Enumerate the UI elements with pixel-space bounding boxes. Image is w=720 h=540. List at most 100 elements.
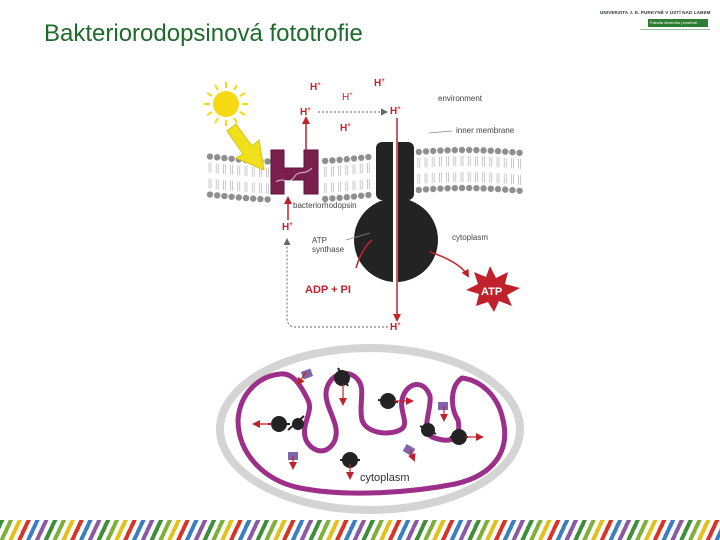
inner-membrane [206, 146, 523, 203]
atp-synthase-label-line1: ATP [312, 236, 327, 245]
lipid-tail [439, 156, 442, 167]
lipid-tail [367, 179, 370, 190]
cell-bacteriorhodopsin-1 [296, 368, 314, 386]
lipid-tail [511, 174, 514, 185]
university-logo: UNIVERZITA J. E. PURKYNĚ V ÚSTÍ NAD LABE… [600, 10, 712, 36]
lipid-tail [489, 172, 493, 183]
membrane-lipids [206, 146, 523, 203]
proton-label-8: H+ [390, 322, 401, 333]
lipid-head [415, 186, 422, 194]
lipid-head [437, 185, 444, 192]
lipid-head [451, 146, 458, 154]
lipid-tail [208, 162, 212, 173]
lipid-tail [359, 163, 363, 174]
lipid-tail [482, 156, 485, 167]
lipid-head [257, 195, 264, 203]
lipid-tail [431, 172, 435, 183]
lipid-head [365, 191, 372, 199]
lipid-head [358, 192, 365, 199]
lipid-head [214, 154, 221, 161]
lipid-head [264, 196, 271, 203]
lipid-tail [338, 181, 341, 192]
lipid-head [322, 195, 329, 203]
lipid-tail [518, 158, 521, 169]
proton-return-path [283, 238, 388, 328]
cell-bacteriorhodopsin-3 [288, 452, 298, 470]
cytoplasm-label: cytoplasm [452, 233, 488, 242]
cell-atp-synthase-3 [252, 416, 290, 432]
lipid-tail [503, 173, 507, 184]
lipid-head [358, 154, 365, 161]
lipid-head [235, 194, 242, 201]
inner-membrane-label: inner membrane [456, 126, 515, 135]
lipid-tail [215, 163, 219, 174]
cell-atp-synthase-4 [287, 415, 305, 431]
lipid-head [509, 148, 516, 156]
sun-icon [204, 82, 248, 126]
lipid-head [322, 157, 329, 165]
lipid-tail [424, 157, 428, 168]
lipid-head [422, 186, 430, 193]
lipid-head [329, 195, 336, 202]
cell-atp-synthase-7 [419, 423, 437, 437]
lipid-tail [446, 156, 449, 167]
lipid-tail [489, 156, 493, 167]
lipid-head [221, 154, 228, 162]
lipid-tail [352, 180, 356, 191]
adp-to-synthase-arrow [355, 239, 373, 269]
lipid-head [228, 155, 235, 162]
lipid-tail [475, 156, 478, 167]
lipid-head [228, 193, 235, 200]
adp-pi-label: ADP + PI [305, 284, 351, 296]
lipid-tail [323, 166, 327, 177]
lipid-head [343, 156, 350, 163]
lipid-head [502, 148, 509, 155]
lipid-head [458, 146, 466, 154]
lipid-head [487, 185, 494, 192]
inner-membrane-leader [428, 130, 453, 134]
lipid-head [502, 186, 509, 193]
lipid-tail [331, 166, 334, 177]
lipid-tail [453, 172, 457, 183]
atp-synthase [354, 140, 438, 288]
lipid-tail [230, 164, 233, 175]
lipid-tail [475, 172, 478, 183]
lipid-tail [223, 180, 226, 191]
lipid-head [221, 192, 228, 200]
lipid-head [473, 146, 480, 154]
lipid-tail [518, 174, 521, 185]
lipid-head [509, 186, 516, 194]
lipid-tail [511, 158, 514, 169]
lipid-head [444, 185, 451, 192]
cell-bacteriorhodopsin-4 [402, 444, 416, 462]
lipid-tail [244, 182, 248, 193]
lipid-head [451, 184, 458, 192]
lipid-tail [367, 163, 370, 174]
lipid-head [466, 146, 473, 154]
lipid-head [365, 153, 372, 161]
cell-atp-synthase-1 [334, 367, 350, 406]
footer-stripes [0, 520, 720, 540]
lipid-tail [215, 179, 219, 190]
lipid-tail [223, 164, 226, 175]
proton-label-6: H+ [340, 123, 351, 134]
lipid-tail [482, 172, 485, 183]
cell-atp-synthase-5 [340, 452, 360, 480]
lipid-tail [359, 179, 363, 190]
cell-cytoplasm-label: cytoplasm [360, 472, 410, 484]
lipid-tail [338, 165, 341, 176]
lipid-head [473, 184, 480, 192]
lipid-head [437, 147, 444, 154]
lipid-head [250, 195, 257, 202]
lipid-tail [431, 156, 435, 167]
lipid-head [480, 185, 487, 192]
cell-membrane [235, 370, 508, 496]
lipid-tail [323, 182, 327, 193]
lipid-head [487, 147, 494, 154]
proton-label-1: H+ [310, 82, 321, 93]
proton-label-3: H+ [342, 92, 353, 103]
lipid-head [430, 185, 437, 193]
atp-label: ATP [481, 286, 502, 298]
lipid-tail [244, 166, 248, 177]
